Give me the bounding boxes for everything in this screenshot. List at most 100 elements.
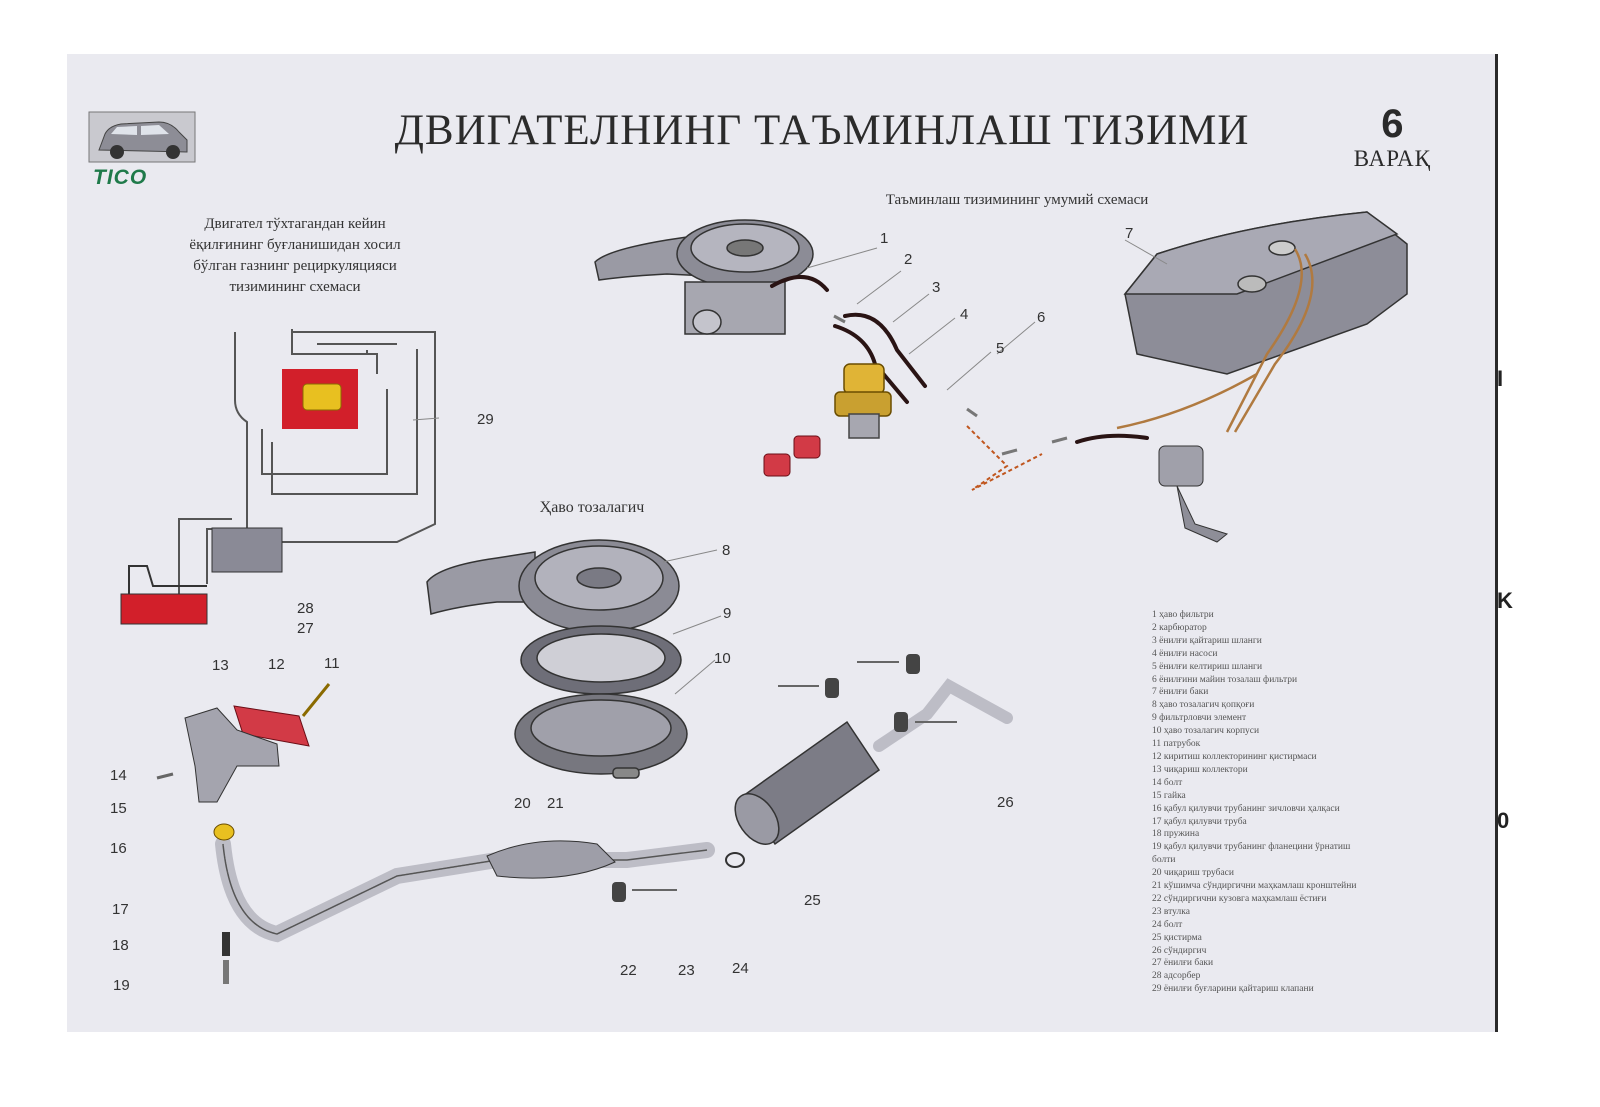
callout-1: 1 bbox=[880, 230, 889, 247]
recirc-adsorber bbox=[211, 527, 283, 573]
recirc-fuel-tank bbox=[120, 593, 208, 625]
legend-item: 8 ҳаво тозалагич қопқоғи bbox=[1152, 700, 1255, 711]
fuel-line-dashed bbox=[966, 425, 1043, 491]
sheet-word: ВАРАҚ bbox=[1353, 146, 1431, 171]
muffler-26 bbox=[734, 678, 1013, 846]
flange-bolt-19 bbox=[223, 960, 229, 984]
callout-19: 19 bbox=[113, 977, 130, 994]
tank-lines bbox=[1116, 248, 1314, 433]
callout-20: 20 bbox=[514, 795, 531, 812]
callout-29: 29 bbox=[477, 411, 494, 428]
legend-item: 1 ҳаво фильтри bbox=[1152, 610, 1214, 620]
legend-item: 26 сўндиргич bbox=[1152, 945, 1207, 956]
legend-item: 20 чиқариш трубаси bbox=[1152, 868, 1234, 879]
legend-item: 27 ёнилғи баки bbox=[1152, 958, 1214, 969]
general-scheme-caption: Таъминлаш тизимининг умумий схемаси bbox=[885, 192, 1149, 208]
callout-10: 10 bbox=[714, 650, 731, 667]
callout-24: 24 bbox=[732, 960, 749, 977]
intake-gasket bbox=[233, 705, 310, 747]
fuel-tank bbox=[1123, 211, 1408, 375]
callout-17: 17 bbox=[112, 901, 129, 918]
leader-lines bbox=[412, 239, 1168, 695]
legend-item: 17 қабул қилувчи труба bbox=[1152, 816, 1247, 827]
callout-5: 5 bbox=[996, 340, 1005, 357]
fuel-pump bbox=[834, 363, 892, 439]
legend-item: 2 карбюратор bbox=[1152, 622, 1207, 633]
spring-18 bbox=[222, 932, 230, 956]
nozzle-11 bbox=[301, 683, 331, 717]
legend-item: 18 пружина bbox=[1152, 829, 1200, 840]
legend-item: 12 киритиш коллекторининг қистирмаси bbox=[1152, 751, 1317, 762]
legend-item: 9 фильтрловчи элемент bbox=[1152, 713, 1247, 724]
legend-item: 23 втулка bbox=[1152, 906, 1190, 917]
legend-item: 25 қистирма bbox=[1152, 932, 1202, 943]
callout-25: 25 bbox=[804, 892, 821, 909]
legend-item: 11 патрубок bbox=[1152, 739, 1201, 750]
legend-item: 5 ёнилғи келтириш шланги bbox=[1152, 661, 1263, 672]
edge-mark: I bbox=[1497, 366, 1504, 391]
bolts-24 bbox=[632, 661, 957, 891]
legend-item: 15 гайка bbox=[1152, 790, 1186, 801]
callout-14: 14 bbox=[110, 767, 127, 784]
legend-item: 13 чиқариш коллектори bbox=[1152, 764, 1248, 775]
air-cleaner-caption: Ҳаво тозалагич bbox=[539, 499, 645, 516]
legend-item: 21 кўшимча сўндиргични маҳкамлаш кронште… bbox=[1152, 881, 1357, 892]
callout-23: 23 bbox=[678, 962, 695, 979]
legend-item: 14 болт bbox=[1152, 777, 1183, 788]
air-filter-top bbox=[594, 219, 814, 335]
legend-item: 22 сўндиргични кузовга маҳкамлаш ёстиғи bbox=[1152, 893, 1327, 904]
parts-legend: 1 ҳаво фильтри 2 карбюратор 3 ёнилғи қай… bbox=[1152, 609, 1472, 996]
exhaust-manifold bbox=[184, 707, 280, 803]
logo-brand-text: TICO bbox=[93, 166, 148, 189]
callout-27: 27 bbox=[297, 620, 314, 637]
tico-logo: TICO bbox=[87, 110, 197, 190]
callout-13: 13 bbox=[212, 657, 229, 674]
callout-18: 18 bbox=[112, 937, 129, 954]
legend-item: 24 болт bbox=[1152, 919, 1183, 930]
callout-2: 2 bbox=[904, 251, 913, 268]
fine-fuel-filter bbox=[1158, 445, 1229, 543]
callout-21: 21 bbox=[547, 795, 564, 812]
legend-item: 10 ҳаво тозалагич корпуси bbox=[1152, 726, 1260, 737]
callout-8: 8 bbox=[722, 542, 731, 559]
callout-15: 15 bbox=[110, 800, 127, 817]
legend-item: 29 ёнилғи буғларини қайтариш клапани bbox=[1152, 984, 1314, 995]
callout-28: 28 bbox=[297, 600, 314, 617]
legend-item: 4 ёнилғи насоси bbox=[1152, 648, 1218, 659]
seal-ring-16 bbox=[213, 823, 235, 841]
legend-item: 16 қабул қилувчи трубанинг зичловчи ҳалқ… bbox=[1152, 803, 1340, 814]
edge-mark: K bbox=[1497, 588, 1513, 613]
gasket-25 bbox=[725, 852, 745, 868]
fuel-system-drawing bbox=[120, 211, 1408, 984]
legend-item: 6 ёнилғини майин тозалаш фильтри bbox=[1152, 674, 1298, 685]
legend-item: 7 ёнилғи баки bbox=[1152, 687, 1209, 698]
recirculation-caption: Двигател тўхтагандан кейин ёқилғининг бу… bbox=[189, 216, 401, 295]
catalytic-converter-20 bbox=[486, 840, 616, 879]
callout-26: 26 bbox=[997, 794, 1014, 811]
callout-9: 9 bbox=[723, 605, 732, 622]
legend-item: 19 қабул қилувчи трубанинг фланецини ўрн… bbox=[1152, 842, 1351, 853]
mounting-cushions bbox=[612, 654, 920, 902]
pump-gaskets bbox=[763, 435, 821, 477]
poster-sheet: TICO ДВИГАТЕЛНИНГ ТАЪМИНЛАШ ТИЗИМИ 6 ВАР… bbox=[67, 54, 1498, 1032]
callout-11: 11 bbox=[324, 655, 340, 672]
callout-12: 12 bbox=[268, 656, 285, 673]
recirc-float-yellow bbox=[302, 383, 342, 411]
hose-clamps bbox=[833, 314, 1068, 456]
callout-4: 4 bbox=[960, 306, 969, 323]
callout-6: 6 bbox=[1037, 309, 1046, 326]
sheet-number: 6 bbox=[1381, 102, 1404, 146]
callout-16: 16 bbox=[110, 840, 127, 857]
poster-title: ДВИГАТЕЛНИНГ ТАЪМИНЛАШ ТИЗИМИ bbox=[394, 107, 1250, 154]
bolt-14 bbox=[156, 772, 174, 780]
legend-item: 28 адсорбер bbox=[1152, 971, 1201, 982]
car-logo-icon bbox=[88, 111, 196, 163]
air-cleaner-exploded bbox=[426, 539, 688, 779]
sheet-number-block: 6 ВАРАҚ bbox=[1354, 102, 1431, 172]
legend-item: 3 ёнилғи қайтариш шланги bbox=[1152, 635, 1262, 646]
edge-mark: 0 bbox=[1497, 808, 1510, 833]
legend-item: болти bbox=[1152, 855, 1176, 866]
fuel-hoses bbox=[770, 274, 1149, 444]
callout-3: 3 bbox=[932, 279, 941, 296]
callout-22: 22 bbox=[620, 962, 637, 979]
